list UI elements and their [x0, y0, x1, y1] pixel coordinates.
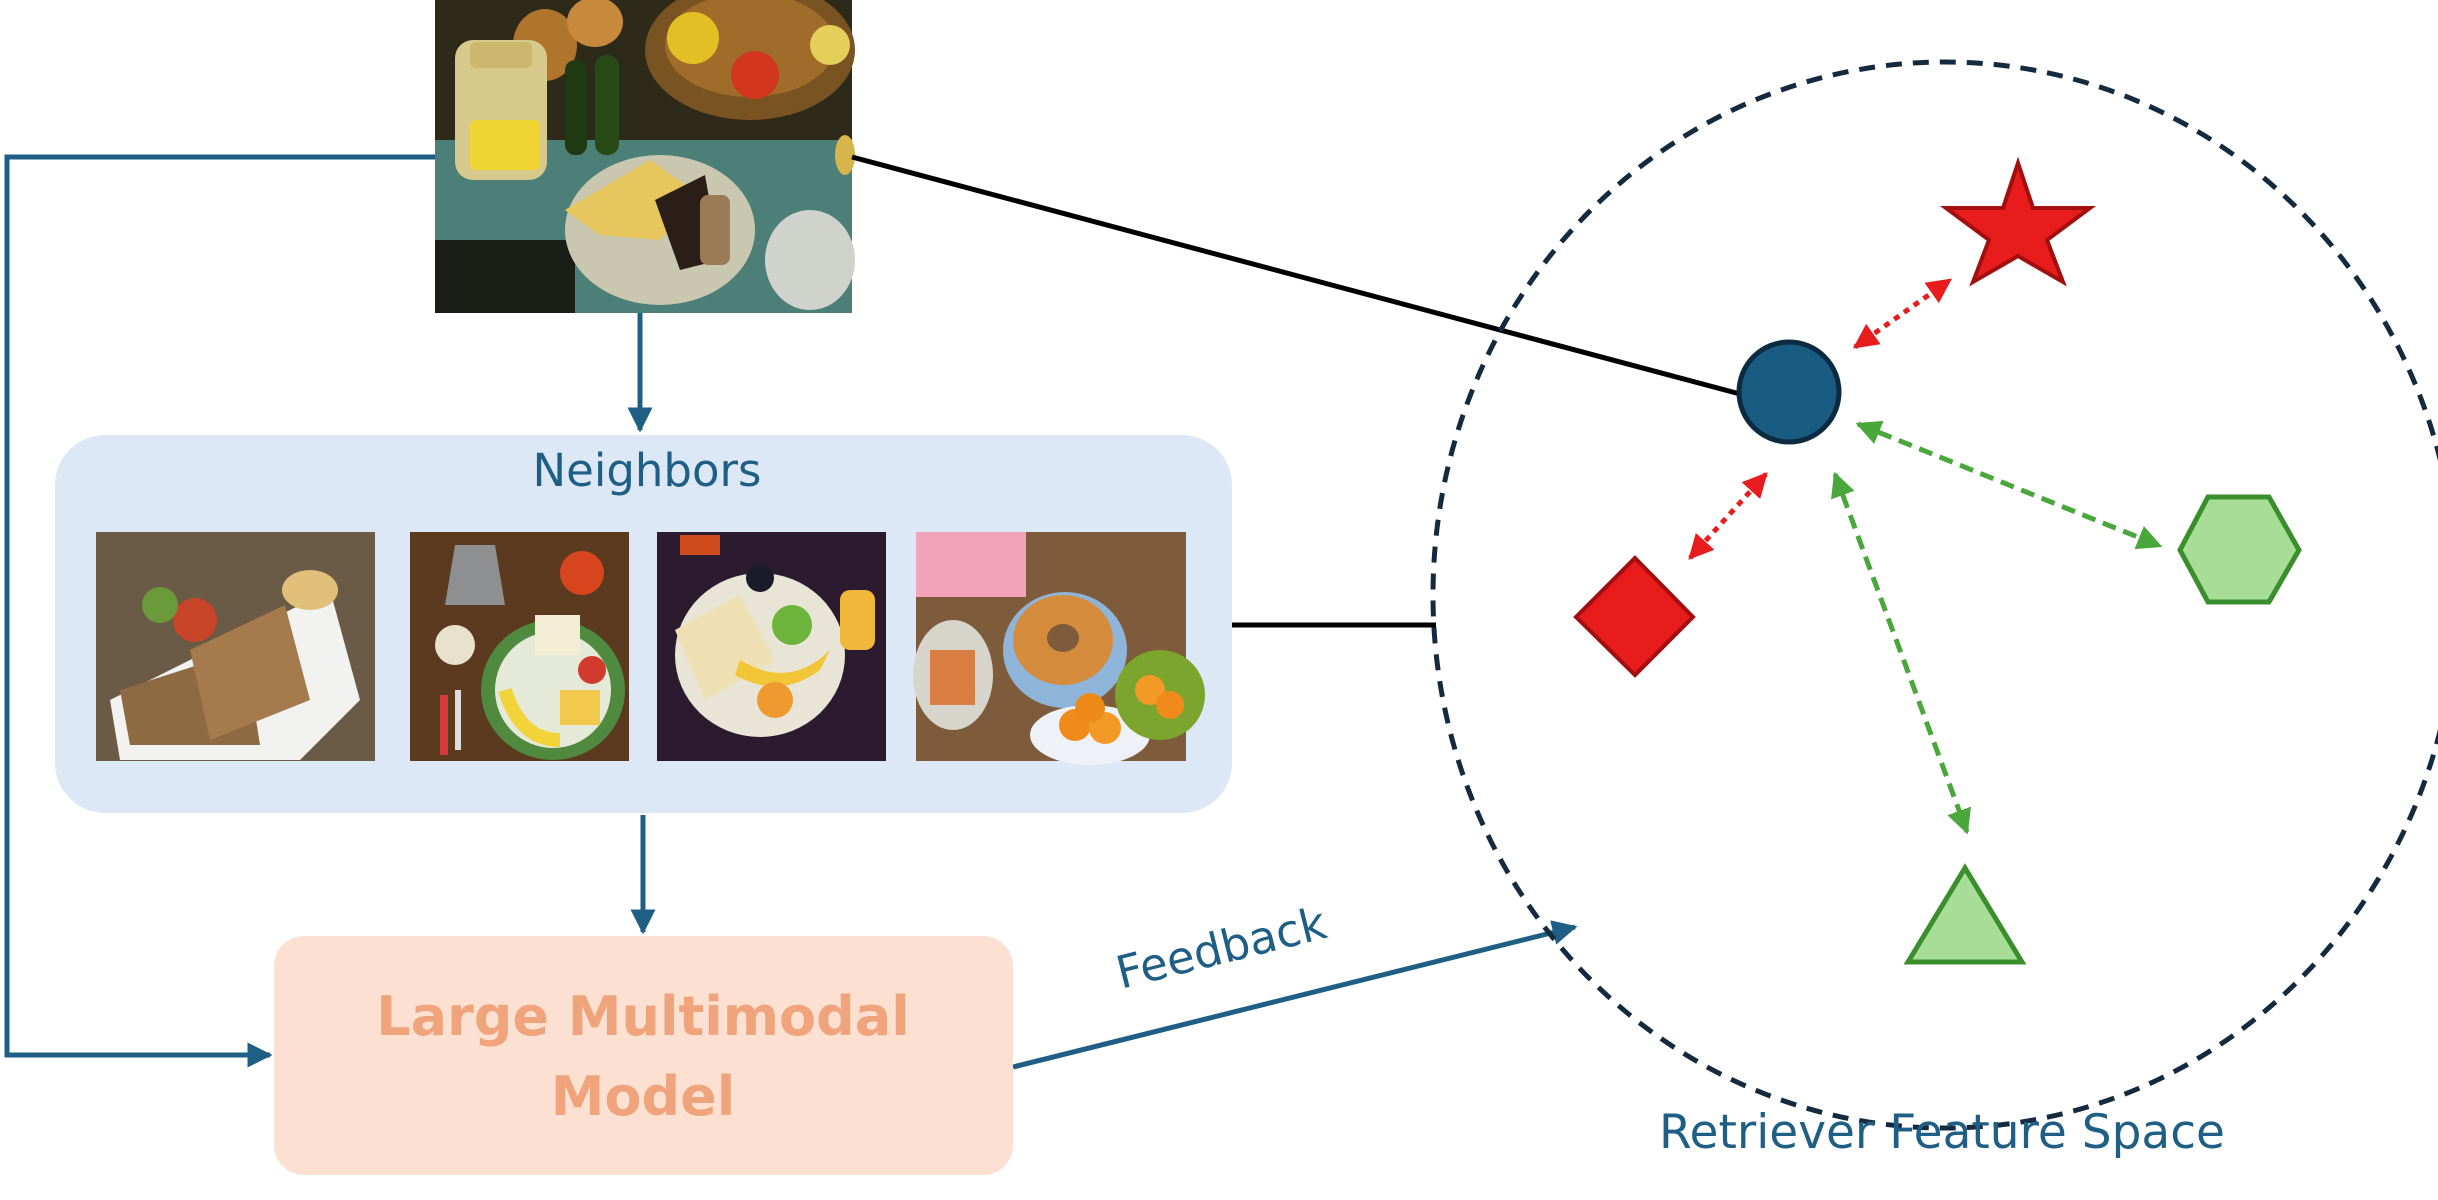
query-to-lmm-arrow [4, 154, 435, 1068]
query-image [435, 0, 855, 313]
neighbor-image-4 [913, 532, 1205, 765]
neighbors-label: Neighbors [533, 444, 762, 497]
star-shape [1939, 156, 2097, 287]
lmm-label-line2: Model [551, 1065, 736, 1128]
neighbors-panel: Neighbors [55, 435, 1232, 813]
arrow-to-triangle [1831, 471, 1971, 835]
neighbor-image-1 [96, 532, 375, 761]
arrow-to-hexagon [1855, 420, 2163, 550]
arrow-to-star [1852, 277, 1953, 350]
feature-space-boundary [1430, 59, 2438, 1131]
feedback-label: Feedback [1111, 896, 1332, 999]
query-to-feature-line [851, 154, 1741, 397]
lmm-box: Large Multimodal Model [274, 936, 1013, 1175]
arrow-to-diamond [1688, 472, 1768, 560]
neighbor-image-2 [410, 532, 629, 761]
flow-connectors [4, 154, 1578, 1070]
feature-space [1430, 59, 2438, 1131]
diamond-shape [1573, 555, 1696, 678]
triangle-shape [1903, 863, 2027, 965]
lmm-label-line1: Large Multimodal [376, 985, 910, 1048]
feature-space-label: Retriever Feature Space [1659, 1105, 2225, 1160]
query-circle [1736, 339, 1842, 445]
feedback-arrow [1012, 920, 1578, 1070]
neighbor-image-3 [657, 532, 886, 761]
hexagon-shape [2177, 494, 2302, 605]
